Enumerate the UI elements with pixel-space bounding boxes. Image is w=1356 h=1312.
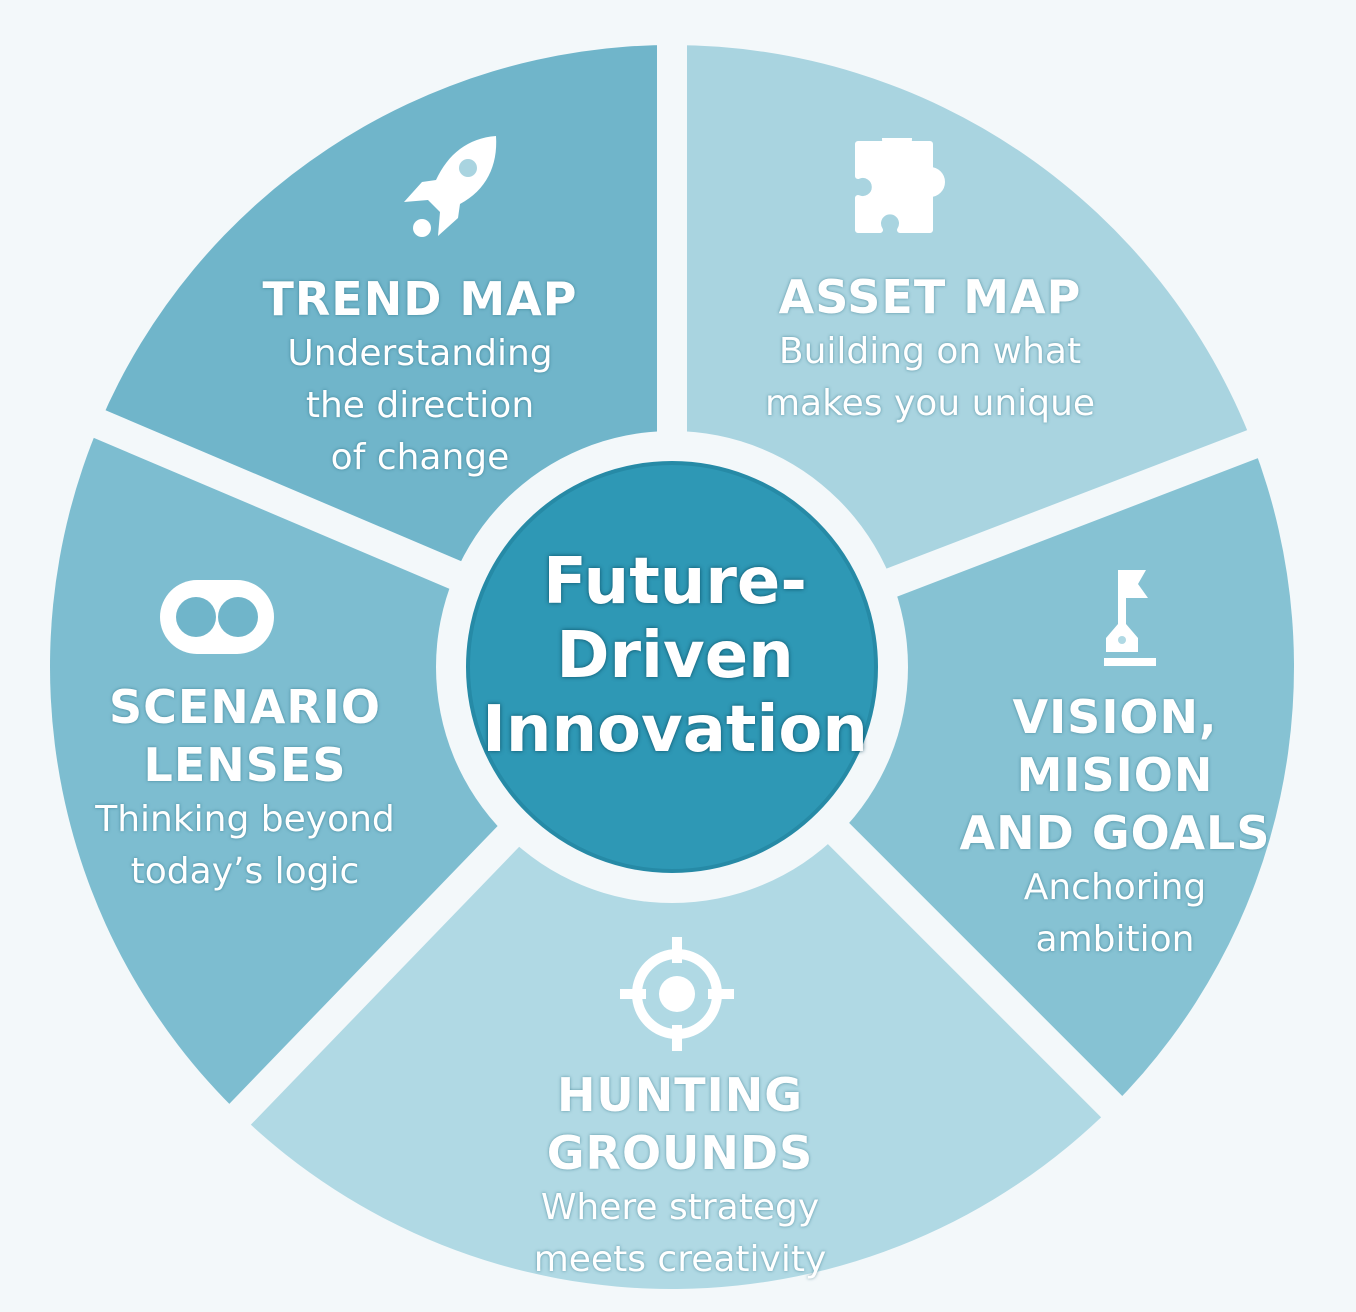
segment-vision-mission-goals: VISION, MISION AND GOALS Anchoring ambit… bbox=[930, 688, 1300, 966]
center-title-line: Driven bbox=[556, 619, 794, 693]
binoculars-lens-icon bbox=[160, 580, 274, 654]
segment-subtitle: today’s logic bbox=[130, 851, 360, 892]
segment-subtitle: makes you unique bbox=[764, 383, 1096, 424]
segment-hunting-grounds: HUNTING GROUNDS Where strategy meets cre… bbox=[420, 1066, 940, 1286]
segment-title: TREND MAP bbox=[262, 272, 578, 326]
segment-title: AND GOALS bbox=[959, 806, 1271, 860]
flag-pawn-icon bbox=[1104, 570, 1156, 666]
segment-subtitle: of change bbox=[330, 437, 510, 478]
segment-title: SCENARIO bbox=[108, 680, 382, 734]
segment-asset-map: ASSET MAP Building on what makes you uni… bbox=[720, 268, 1140, 430]
segment-subtitle: Thinking beyond bbox=[95, 799, 395, 840]
puzzle-piece-icon bbox=[855, 138, 945, 233]
segment-title: VISION, MISION bbox=[1012, 690, 1218, 802]
segment-subtitle: Building on what bbox=[778, 331, 1082, 372]
segment-title: ASSET MAP bbox=[778, 270, 1082, 324]
center-circle bbox=[466, 461, 878, 873]
segment-subtitle: ambition bbox=[1035, 919, 1195, 960]
segment-subtitle: Understanding bbox=[287, 333, 553, 374]
target-crosshair-icon bbox=[620, 937, 734, 1051]
segment-scenario-lenses: SCENARIO LENSES Thinking beyond today’s … bbox=[70, 678, 420, 898]
center-title-line: Innovation bbox=[482, 693, 868, 767]
center-title: Future- Driven Innovation bbox=[470, 545, 880, 767]
rocket-icon bbox=[404, 136, 497, 237]
segment-subtitle: meets creativity bbox=[533, 1239, 827, 1280]
segment-title: HUNTING GROUNDS bbox=[546, 1068, 814, 1180]
center-title-line: Future- bbox=[543, 545, 807, 619]
segment-title: LENSES bbox=[143, 738, 347, 792]
segment-trend-map: TREND MAP Understanding the direction of… bbox=[240, 270, 600, 484]
segment-subtitle: Anchoring bbox=[1023, 867, 1207, 908]
segment-subtitle: the direction bbox=[305, 385, 535, 426]
segment-subtitle: Where strategy bbox=[540, 1187, 820, 1228]
